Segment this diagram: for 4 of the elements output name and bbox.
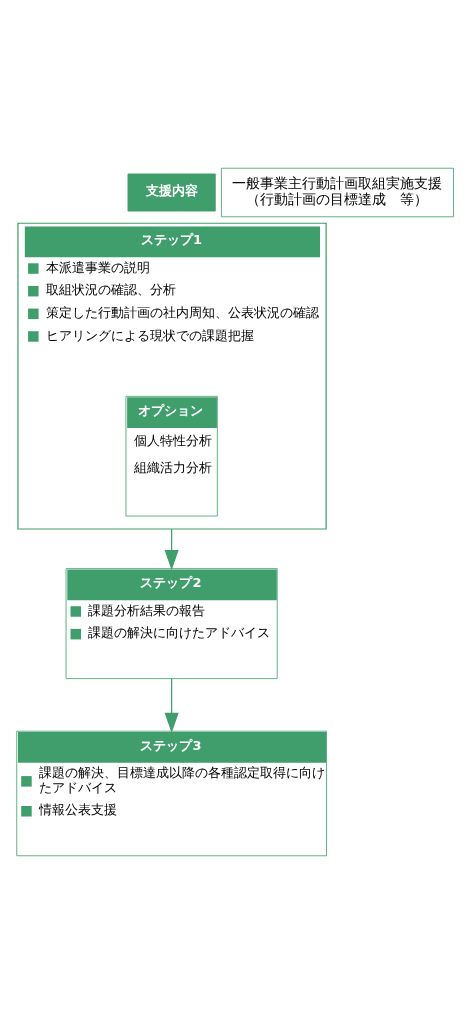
node-box: 支援内容 bbox=[127, 173, 216, 212]
arrow bbox=[164, 678, 179, 733]
arrow bbox=[164, 528, 179, 571]
node-box: 一般事業主行動計画取組実施支援（行動計画の目標達成 等） bbox=[220, 167, 454, 218]
